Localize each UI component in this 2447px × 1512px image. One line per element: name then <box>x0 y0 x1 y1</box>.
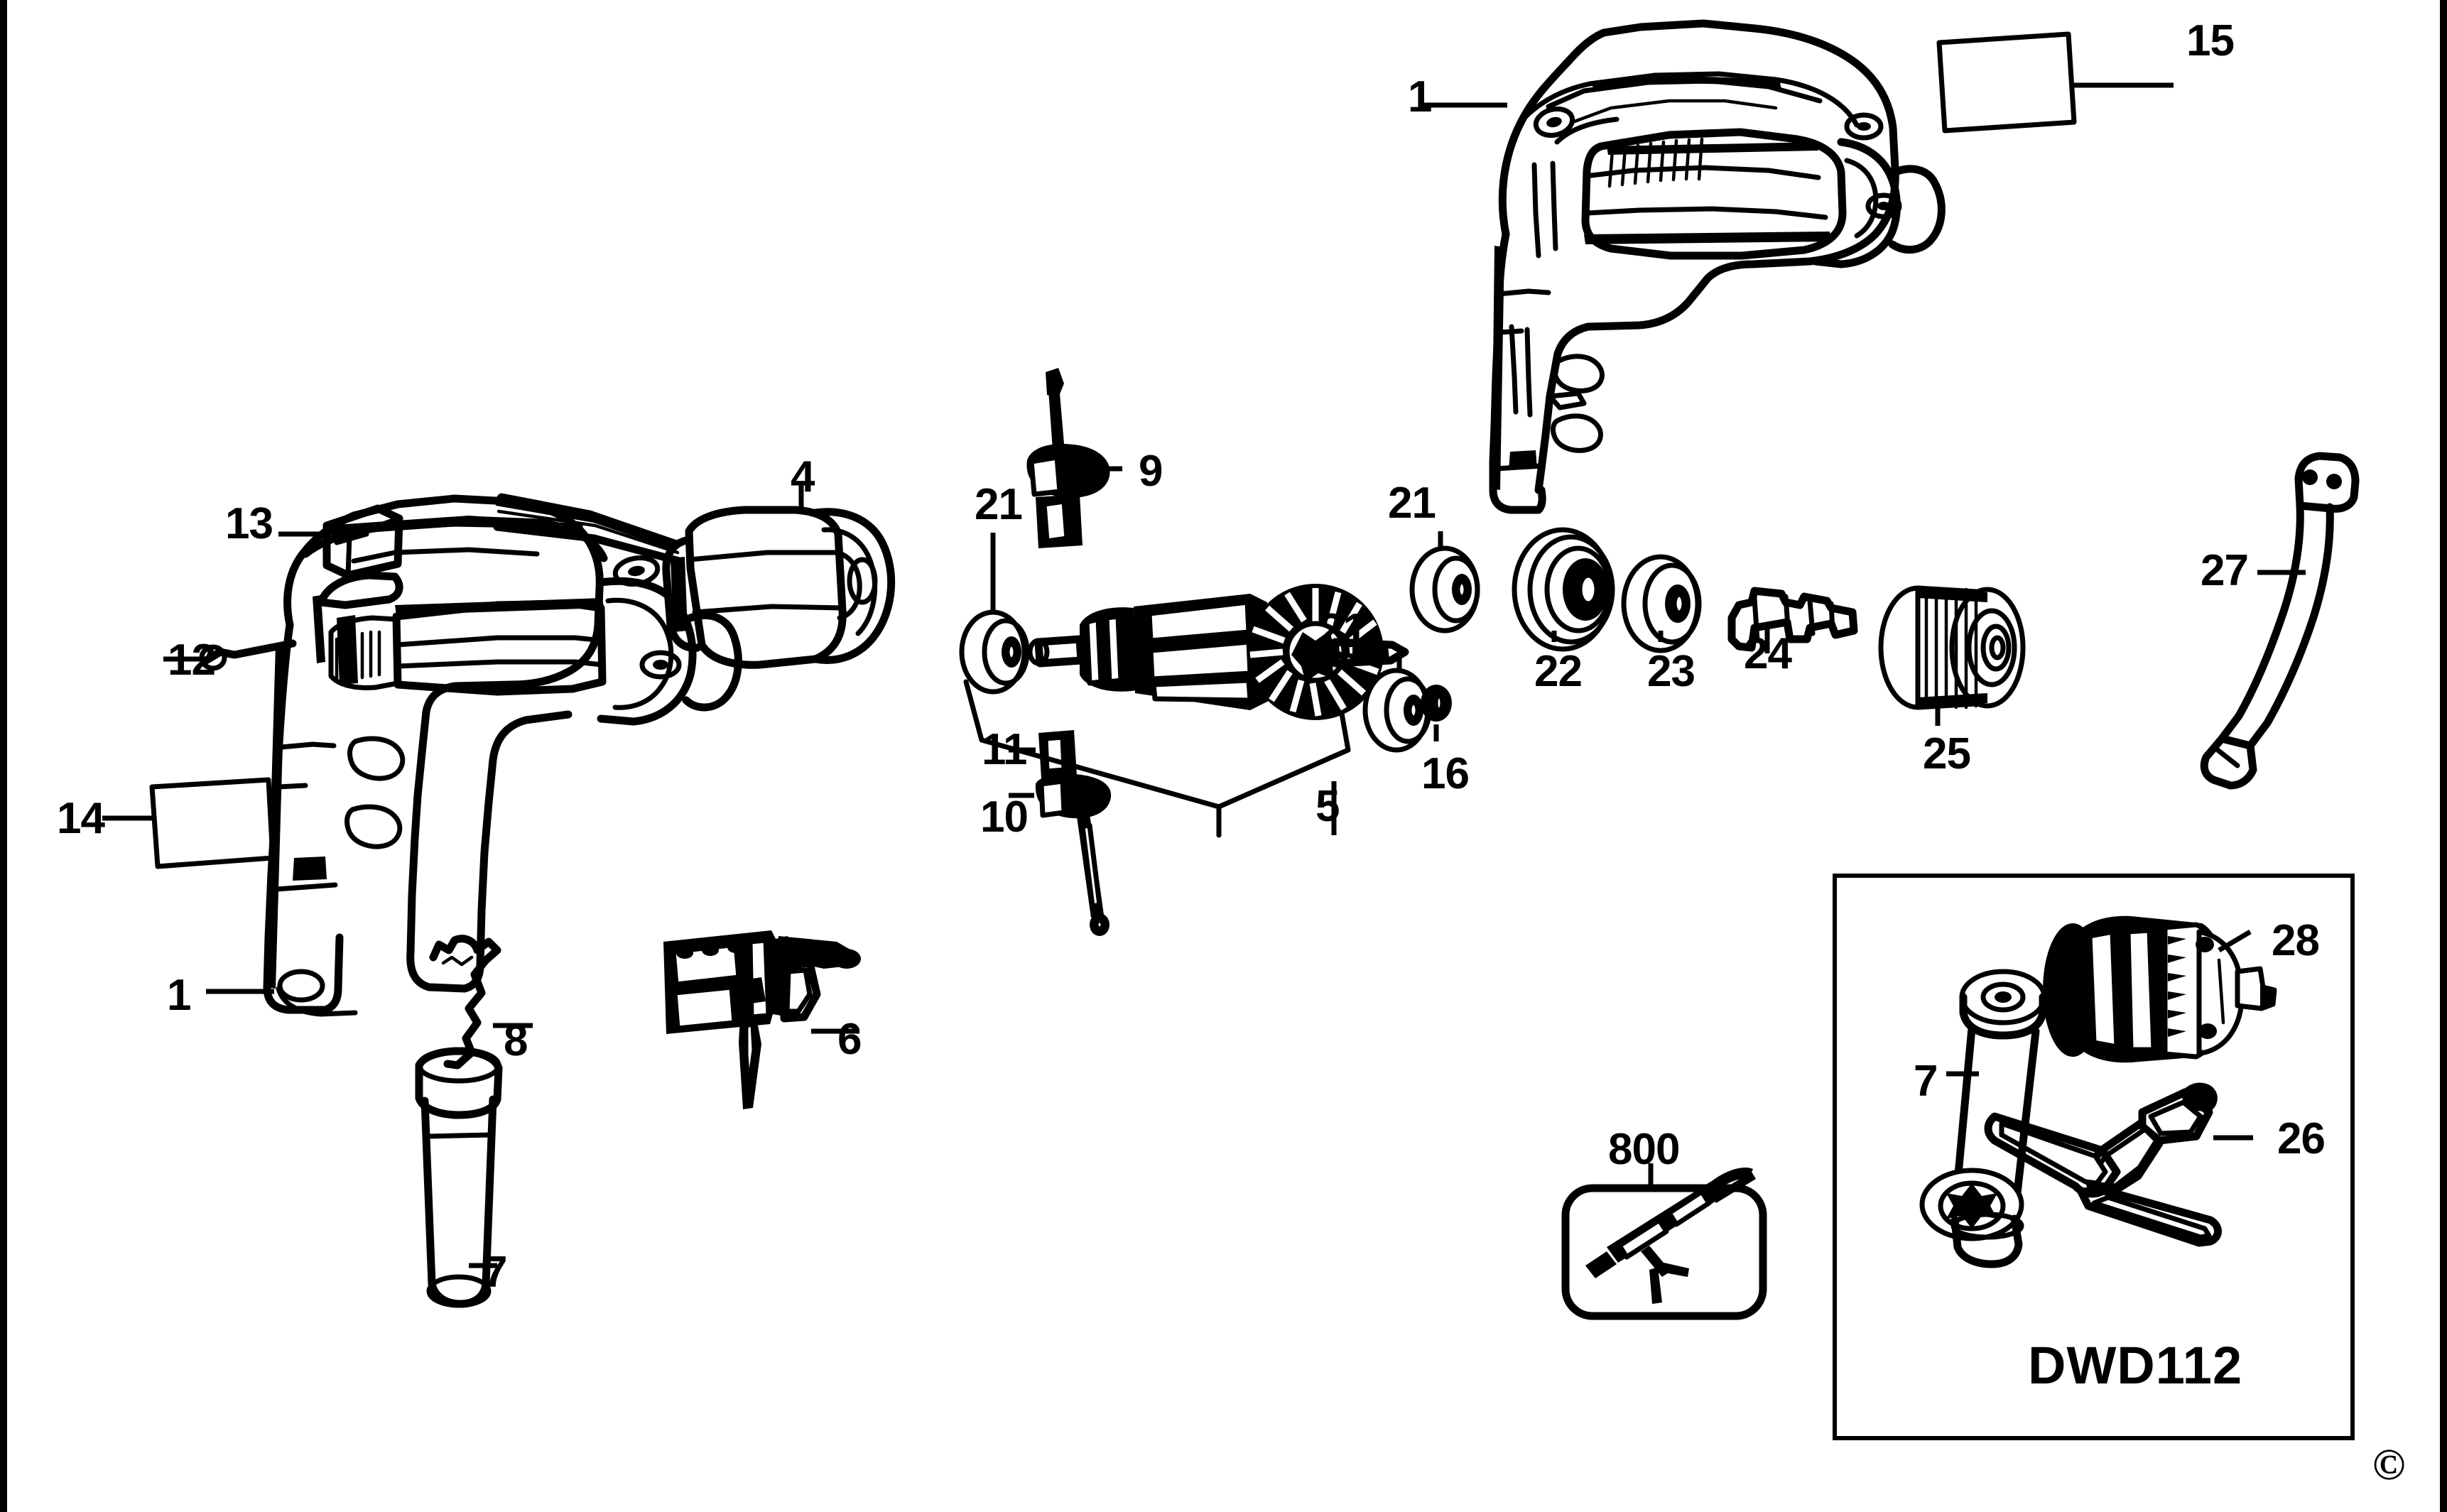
callout-4: 4 <box>791 452 815 501</box>
part-9-brush-holder <box>1026 368 1122 548</box>
callout-5: 5 <box>1315 782 1340 831</box>
callout-15: 15 <box>2186 16 2235 65</box>
part-21-washer-armature-left <box>959 533 1030 695</box>
part-25-keyless-chuck <box>1878 585 2026 726</box>
part-7-side-handle-inset <box>1919 969 2047 1268</box>
callout-21-armature-left: 21 <box>975 480 1023 529</box>
armature-fan <box>1247 584 1384 720</box>
callout-8: 8 <box>504 1016 528 1065</box>
callout-21-armature-right: 21 <box>1319 605 1367 654</box>
part-26-chuck-key-inset <box>1984 1082 2253 1247</box>
part-21-washer-armature-right <box>1362 657 1432 753</box>
callout-13: 13 <box>225 499 273 548</box>
callout-7-inset: 7 <box>1914 1057 1938 1106</box>
callout-22: 22 <box>1534 647 1583 696</box>
part-7-side-handle-left <box>415 1047 503 1308</box>
callout-7-left: 7 <box>483 1248 507 1297</box>
callout-23: 23 <box>1647 647 1695 696</box>
part-4-field-stator <box>493 482 896 669</box>
callout-27: 27 <box>2201 546 2249 595</box>
part-6-switch-assembly <box>663 930 861 1109</box>
part-13-switch-button <box>278 504 403 580</box>
callout-6: 6 <box>837 1015 862 1064</box>
part-22-ball-bearing <box>1512 527 1615 652</box>
callout-24: 24 <box>1744 629 1792 678</box>
part-10-carbon-brush <box>1009 773 1112 936</box>
part-12-screw <box>163 639 297 671</box>
part-27-depth-rod-bracket <box>2200 452 2360 790</box>
page-edge-right <box>2440 0 2447 1512</box>
inset-panel-dwd112 <box>1833 874 2355 1440</box>
part-16-retainer-ball <box>1421 685 1452 741</box>
callout-25: 25 <box>1923 729 1971 778</box>
model-label-dwd112: DWD112 <box>2028 1336 2243 1395</box>
callout-12: 12 <box>168 636 216 685</box>
callout-21-spindle: 21 <box>1388 479 1436 528</box>
callout-800: 800 <box>1608 1125 1680 1174</box>
callout-26: 26 <box>2277 1114 2326 1163</box>
part-23-washer-bushing <box>1621 554 1702 653</box>
grease-gun-icon <box>1585 1168 1756 1304</box>
part-5-armature <box>963 584 1409 838</box>
part-28-keyed-chuck-inset <box>2043 915 2277 1063</box>
callout-1-right: 1 <box>1408 72 1432 121</box>
callout-28: 28 <box>2272 916 2320 965</box>
callout-10: 10 <box>980 793 1029 842</box>
grease-kit-box-800 <box>1561 1163 1767 1320</box>
page-edge-left <box>0 0 7 1512</box>
callout-14: 14 <box>57 794 105 843</box>
callout-11: 11 <box>982 725 1028 774</box>
part-21-washer-spindle <box>1409 531 1480 633</box>
part-8-cord-retainer <box>429 935 533 1070</box>
part-14-nameplate <box>102 777 276 869</box>
callout-1-left: 1 <box>167 971 191 1020</box>
part-1-housing-half-right <box>1489 19 1946 514</box>
callout-9: 9 <box>1139 447 1163 496</box>
part-15-nameplate <box>1936 31 2174 134</box>
copyright-mark: © <box>2372 1441 2406 1489</box>
part-24-spindle <box>1727 587 1858 653</box>
callout-16: 16 <box>1421 749 1470 798</box>
